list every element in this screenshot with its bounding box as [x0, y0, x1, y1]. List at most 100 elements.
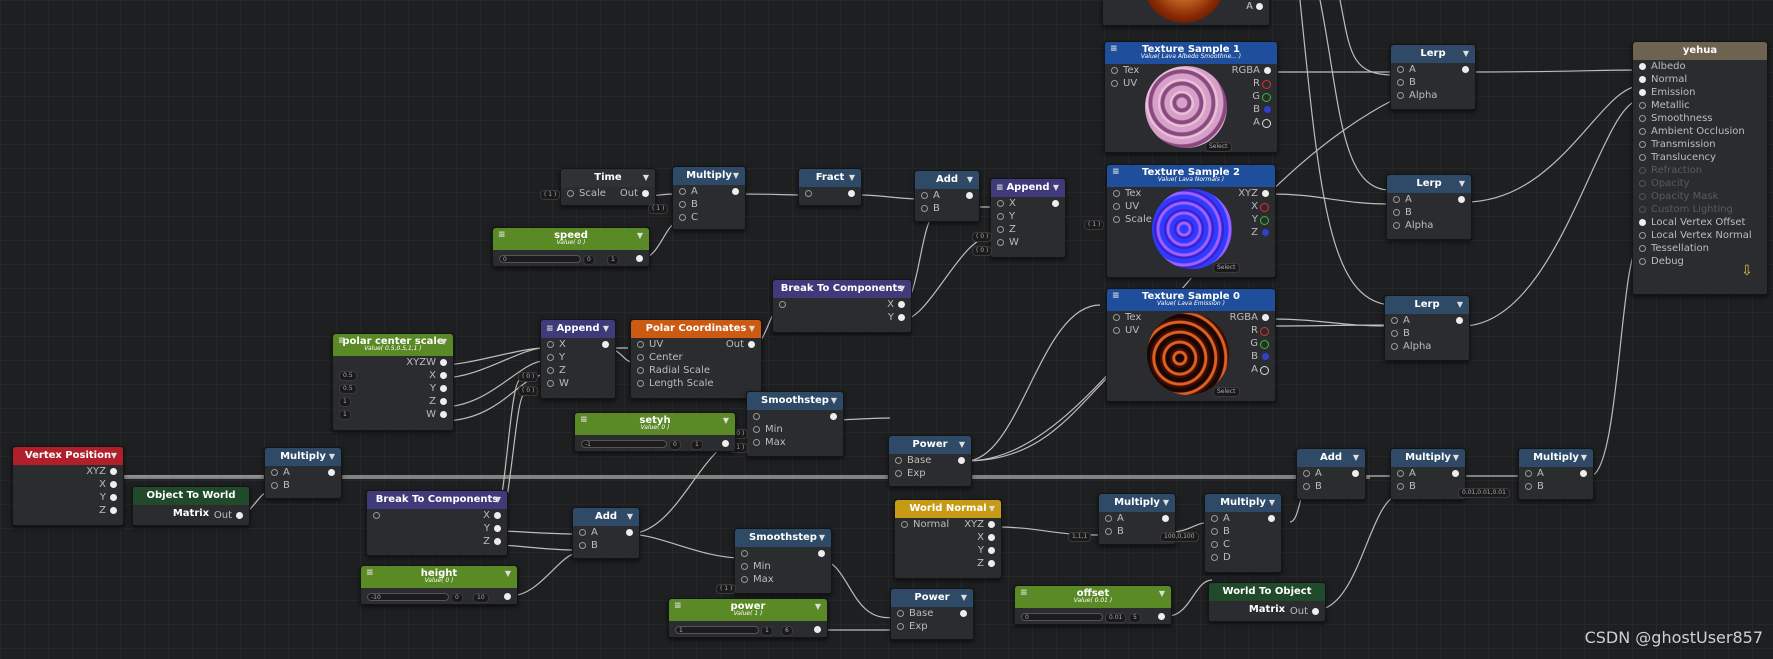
append-header[interactable]: ≡Append▼: [991, 179, 1065, 197]
collapse-arrow-icon[interactable]: ▼: [1162, 498, 1169, 507]
output-pin[interactable]: [848, 190, 855, 197]
output-pin[interactable]: [1158, 613, 1165, 620]
break-to-components-node-top[interactable]: Break To Components▼ X Y: [772, 279, 912, 333]
output-pin[interactable]: [110, 481, 117, 488]
input-pin[interactable]: [1639, 102, 1646, 109]
collapse-arrow-icon[interactable]: ▼: [626, 512, 633, 521]
append-header[interactable]: ≡Append▼: [541, 320, 615, 338]
output-pin[interactable]: [636, 255, 643, 262]
output-pin[interactable]: [494, 538, 501, 545]
output-pin[interactable]: [988, 547, 995, 554]
default-value-tag[interactable]: ( 0 ): [518, 386, 539, 396]
slider-value[interactable]: 0: [451, 593, 463, 603]
lerp-node-3[interactable]: Lerp▼ A B Alpha: [1384, 295, 1470, 361]
input-pin[interactable]: [679, 188, 686, 195]
input-pin[interactable]: [679, 214, 686, 221]
input-pin[interactable]: [1397, 470, 1404, 477]
input-pin[interactable]: [997, 213, 1004, 220]
output-pin[interactable]: [830, 413, 837, 420]
default-value-tag[interactable]: ( 0 ): [518, 372, 539, 382]
time-node-header[interactable]: Time▼: [561, 169, 655, 187]
input-pin[interactable]: [753, 426, 760, 433]
slider-max[interactable]: 1: [691, 440, 703, 450]
output-pin[interactable]: [1162, 515, 1169, 522]
output-pin[interactable]: [1052, 200, 1059, 207]
output-pin[interactable]: [1352, 470, 1359, 477]
collapse-arrow-icon[interactable]: ▼: [1352, 453, 1359, 462]
break-to-components-node-bottom[interactable]: Break To Components▼ X Y Z: [366, 490, 508, 556]
input-pin[interactable]: [579, 529, 586, 536]
input-pin[interactable]: [637, 380, 644, 387]
menu-icon[interactable]: ≡: [366, 568, 374, 578]
output-pin[interactable]: [110, 494, 117, 501]
input-pin[interactable]: [1211, 541, 1218, 548]
output-pin[interactable]: [1452, 470, 1459, 477]
output-pin[interactable]: [732, 188, 739, 195]
input-pin[interactable]: [779, 301, 786, 308]
menu-icon[interactable]: ≡: [1112, 291, 1120, 301]
input-pin[interactable]: [1393, 209, 1400, 216]
input-pin[interactable]: [997, 200, 1004, 207]
add-header[interactable]: Add▼: [915, 171, 979, 189]
multiply-header[interactable]: Multiply▼: [265, 448, 341, 466]
input-pin[interactable]: [1303, 470, 1310, 477]
output-pin[interactable]: [626, 529, 633, 536]
add-node-right[interactable]: Add▼ A B: [1296, 448, 1366, 500]
output-pin[interactable]: [1256, 3, 1263, 10]
input-pin[interactable]: [679, 201, 686, 208]
input-pin[interactable]: [1391, 317, 1398, 324]
save-icon[interactable]: ⇩: [1741, 263, 1753, 279]
object-to-world-matrix-node[interactable]: Object To World Matrix Out: [132, 486, 250, 526]
output-pin[interactable]: [1458, 196, 1465, 203]
output-pin[interactable]: [642, 190, 649, 197]
collapse-arrow-icon[interactable]: ▼: [966, 175, 973, 184]
output-pin[interactable]: [494, 525, 501, 532]
value-slider[interactable]: 0: [499, 255, 581, 263]
input-pin[interactable]: [1397, 66, 1404, 73]
input-pin[interactable]: [805, 190, 812, 197]
output-pin[interactable]: [1264, 67, 1271, 74]
slider-max[interactable]: 10: [473, 593, 489, 603]
multiply-node-left[interactable]: Multiply▼ A B: [264, 447, 342, 499]
power-header[interactable]: Power▼: [891, 589, 973, 607]
world-to-object-header[interactable]: World To Object Matrix: [1209, 583, 1325, 615]
output-pin[interactable]: [814, 626, 821, 633]
input-pin[interactable]: [897, 623, 904, 630]
lerp-node-1[interactable]: Lerp▼ A B Alpha: [1390, 44, 1476, 110]
input-pin[interactable]: [1639, 141, 1646, 148]
input-pin[interactable]: [567, 190, 574, 197]
output-pin[interactable]: [1262, 314, 1269, 321]
multiply-header[interactable]: Multiply▼: [673, 167, 745, 185]
append-node-right[interactable]: ≡Append▼ X Y Z W: [990, 178, 1066, 258]
input-pin[interactable]: [1639, 206, 1646, 213]
multiply-node-d[interactable]: Multiply▼ A B: [1518, 448, 1594, 500]
collapse-arrow-icon[interactable]: ▼: [1052, 183, 1059, 192]
collapse-arrow-icon[interactable]: ▼: [504, 569, 511, 578]
input-pin[interactable]: [895, 470, 902, 477]
multiply-header[interactable]: Multiply▼: [1391, 449, 1465, 467]
output-pin[interactable]: [440, 385, 447, 392]
input-pin[interactable]: [1639, 115, 1646, 122]
input-pin[interactable]: [547, 367, 554, 374]
output-pin[interactable]: [1312, 608, 1319, 615]
output-pin[interactable]: [440, 359, 447, 366]
collapse-arrow-icon[interactable]: ▼: [642, 173, 649, 182]
input-pin[interactable]: [637, 341, 644, 348]
menu-icon[interactable]: ≡: [1112, 167, 1120, 177]
input-pin[interactable]: [1639, 193, 1646, 200]
collapse-arrow-icon[interactable]: ▼: [1456, 300, 1463, 309]
input-pin[interactable]: [1397, 92, 1404, 99]
vertex-position-header[interactable]: Vertex Position▼: [13, 447, 123, 465]
input-pin[interactable]: [897, 610, 904, 617]
break-header[interactable]: Break To Components▼: [773, 280, 911, 298]
output-pin[interactable]: [1260, 216, 1269, 225]
